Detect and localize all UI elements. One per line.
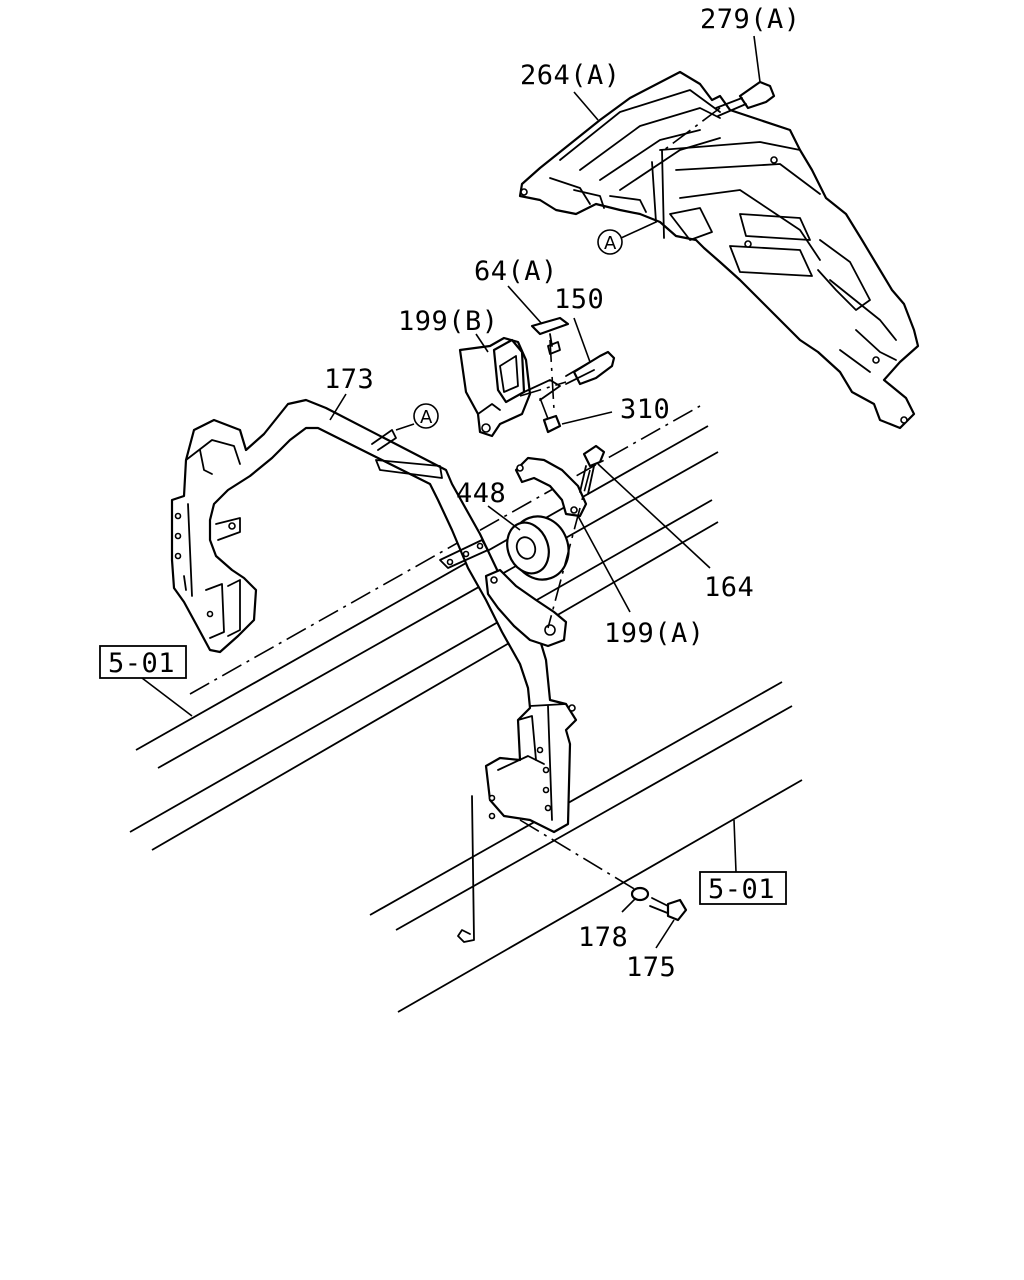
ref-a-top: A [597,229,623,255]
assembly-lines [457,107,721,943]
ref-a-top-text: A [604,233,617,254]
ref-box-5-01-left-text: 5-01 [108,648,175,679]
bolt-164 [579,444,606,495]
label-150: 150 [554,284,604,315]
nut-310 [542,414,562,434]
ref-box-5-01-right: 5-01 [699,871,787,905]
cross-member-173 [170,398,578,834]
ref-box-5-01-right-text: 5-01 [708,874,775,905]
washer-178 [630,886,650,902]
bolt-175 [649,897,688,922]
label-199a: 199(A) [604,618,705,649]
mount-clamp-199a [484,456,588,648]
bushing-448 [506,515,570,581]
ref-a-mid-text: A [420,407,433,428]
bolt-150 [565,350,616,386]
heat-shield-264a [518,70,920,430]
frame-rails [129,405,803,1013]
label-264a: 264(A) [520,60,621,91]
ref-a-mid: A [413,403,439,429]
label-279a: 279(A) [700,4,801,35]
label-448: 448 [456,478,506,509]
label-173: 173 [324,364,374,395]
clip-64a [530,316,570,355]
label-178: 178 [578,922,628,953]
label-175: 175 [626,952,676,983]
label-310: 310 [620,394,670,425]
label-64a: 64(A) [474,256,558,287]
ref-box-5-01-left: 5-01 [99,645,187,679]
leader-lines [141,35,761,949]
bracket-199b [458,336,561,438]
label-164: 164 [704,572,754,603]
label-199b: 199(B) [398,306,499,337]
